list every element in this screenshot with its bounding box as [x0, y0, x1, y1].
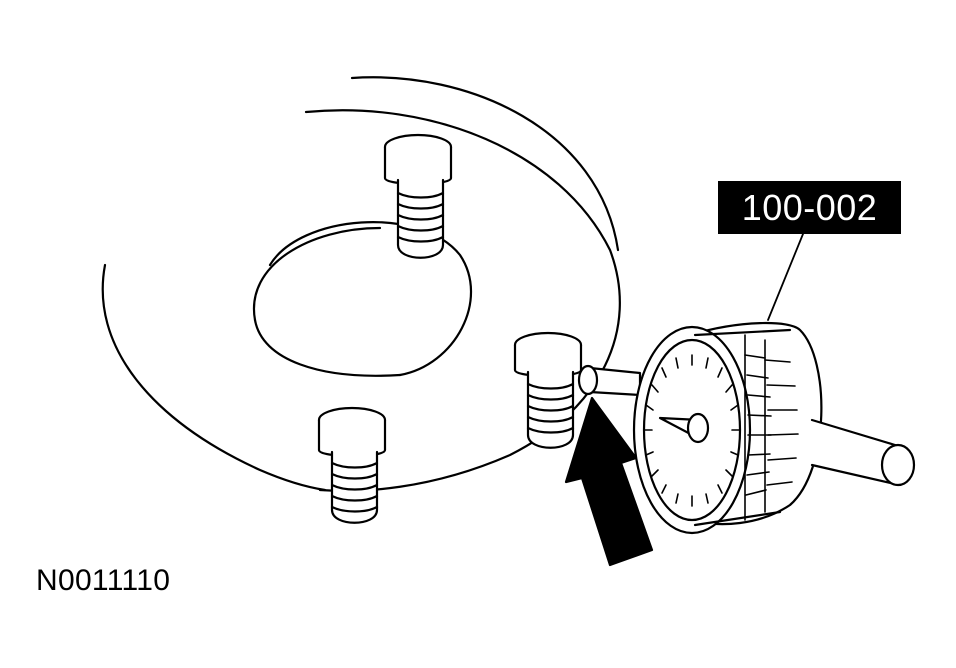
dial-needle [658, 412, 710, 444]
lug-stud-bottom [317, 406, 387, 524]
dial-graduations [643, 354, 741, 507]
callout-leader-line [767, 233, 804, 321]
indicator-mount-rod [810, 418, 916, 487]
pilot-inner-lower [253, 318, 402, 377]
hub-outer-left [101, 263, 327, 492]
indicator-plunger [577, 364, 642, 397]
hub-outer-edge-2 [304, 109, 621, 492]
tool-number-callout: 100-002 [718, 181, 901, 234]
pilot-outer-arc [268, 221, 472, 377]
figure-id-label: N0011110 [36, 564, 171, 597]
direction-arrow [564, 396, 654, 567]
hub-outer-rings [101, 76, 621, 492]
dial-bezel-knurl [744, 334, 799, 521]
hub-outer-edge [350, 76, 620, 252]
lug-stud-top [383, 133, 453, 259]
dial-indicator-body [632, 321, 823, 535]
hub-inner-pilot [252, 221, 472, 377]
pilot-inner-arc [252, 226, 382, 322]
lug-stud-right [513, 331, 583, 449]
